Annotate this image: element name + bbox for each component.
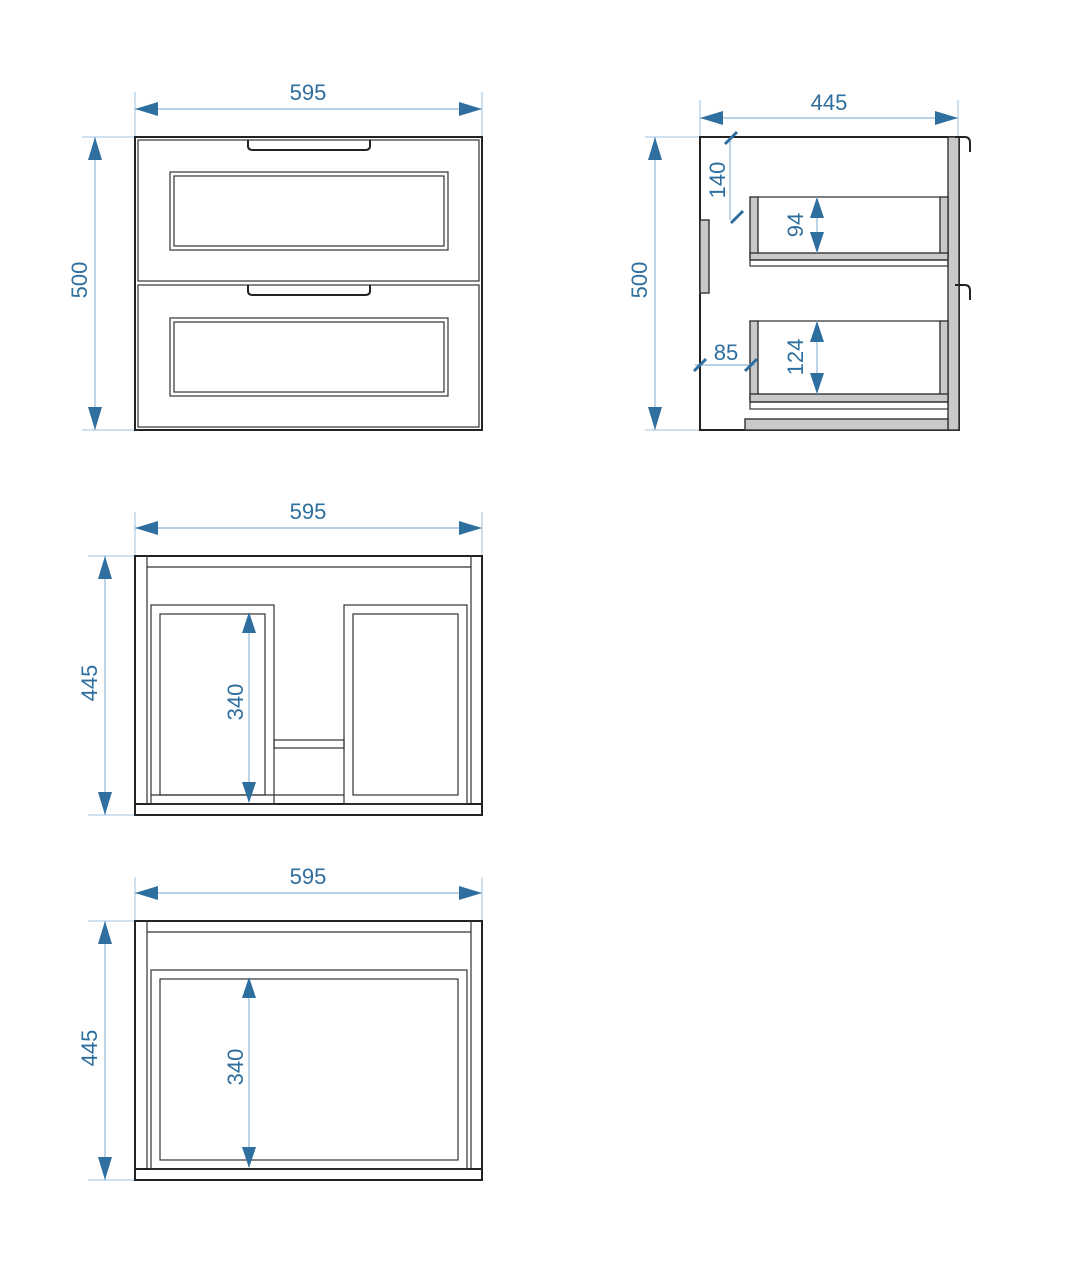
front-height-label: 500 <box>67 262 92 299</box>
front-lower-drawer <box>137 284 480 428</box>
front-width-label: 595 <box>290 80 327 105</box>
side-lower-drawer-label: 124 <box>783 339 808 376</box>
front-view: 595 500 <box>67 80 483 431</box>
top2-width-label: 595 <box>290 864 327 889</box>
side-upper-drawer-label: 94 <box>783 213 808 237</box>
top1-depth-label: 445 <box>77 665 102 702</box>
front-cabinet-outline <box>134 136 483 431</box>
side-cabinet-outline <box>699 136 960 431</box>
top2-depth-label: 445 <box>77 1030 102 1067</box>
side-view: 445 500 140 <box>627 90 971 431</box>
front-upper-drawer <box>137 139 480 282</box>
top1-inner-label: 340 <box>223 684 248 721</box>
top-view-single: 595 445 340 <box>77 864 483 1181</box>
side-height-label: 500 <box>627 262 652 299</box>
side-top-offset-label: 140 <box>705 162 730 199</box>
side-lower-offset-label: 85 <box>714 340 738 365</box>
top2-inner-label: 340 <box>223 1049 248 1086</box>
top1-width-label: 595 <box>290 499 327 524</box>
top-view-two-drawers: 595 445 340 <box>77 499 483 816</box>
side-depth-label: 445 <box>811 90 848 115</box>
